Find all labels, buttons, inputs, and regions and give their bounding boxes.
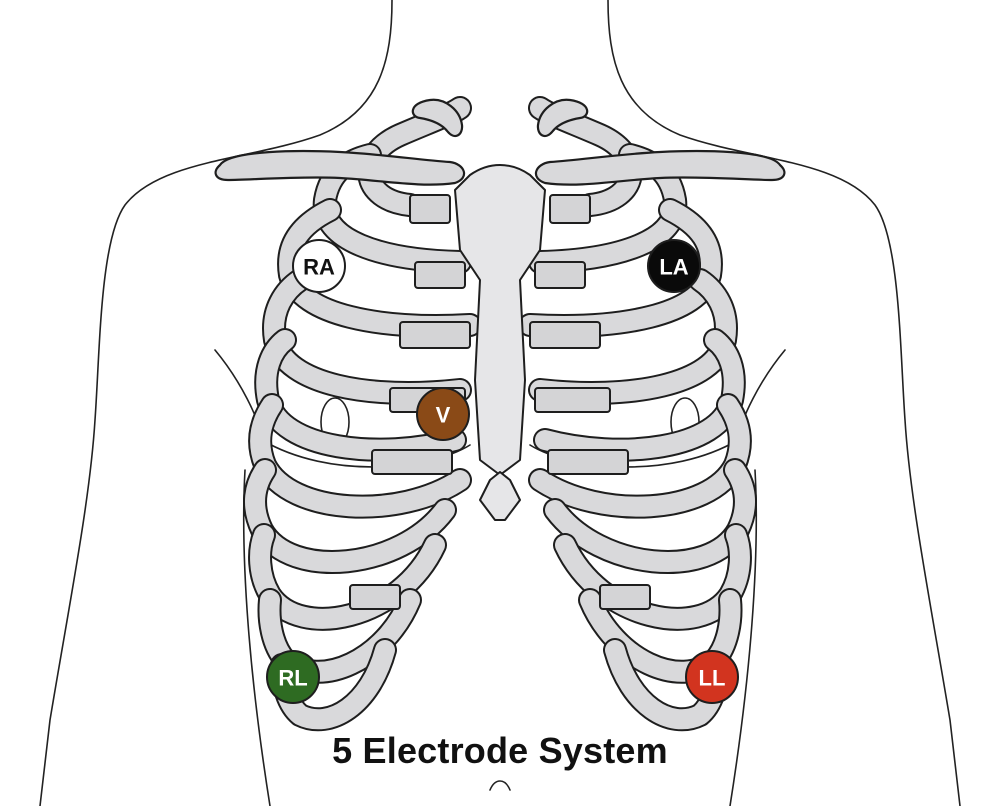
electrode-rl: RL — [266, 650, 320, 704]
diagram-caption: 5 Electrode System — [332, 730, 668, 771]
electrode-v: V — [416, 387, 470, 441]
electrode-label: LL — [699, 666, 726, 691]
sternum — [454, 164, 546, 521]
clavicles — [214, 98, 786, 186]
electrode-label: LA — [659, 255, 688, 280]
electrode-label: V — [436, 403, 451, 428]
costal-cartilages — [349, 194, 651, 610]
electrode-label: RL — [278, 666, 307, 691]
electrode-ra: RA — [292, 239, 346, 293]
electrode-label: RA — [303, 255, 335, 280]
electrode-la: LA — [647, 239, 701, 293]
electrode-ll: LL — [685, 650, 739, 704]
